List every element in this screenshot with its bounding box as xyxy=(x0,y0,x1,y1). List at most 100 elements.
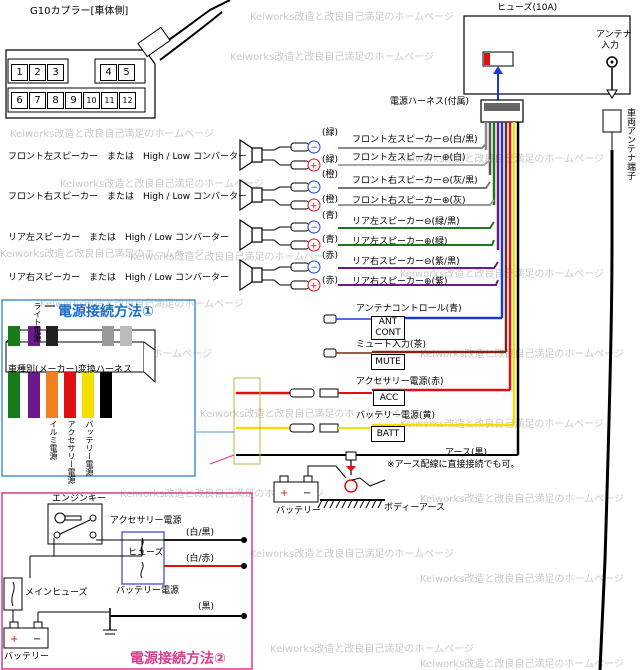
speaker-wire-name: リア右スピーカー⊕(紫) xyxy=(352,277,448,287)
speaker-wire-name: フロント右スピーカー⊖(灰/黒) xyxy=(352,176,478,186)
coupler-pin: 7 xyxy=(29,92,46,109)
speaker-wire-name: フロント右スピーカー⊕(灰) xyxy=(352,196,466,206)
svg-text:+: + xyxy=(310,242,318,252)
speaker-wire-color: (赤) xyxy=(322,276,339,286)
batt-power-label: バッテリー電源 xyxy=(116,586,180,596)
speaker-wire-color: (橙) xyxy=(322,170,339,180)
method2-title: 電源接続方法② xyxy=(130,651,226,667)
coupler-pin: 4 xyxy=(100,64,117,81)
svg-text:−: − xyxy=(311,143,319,153)
speaker-wire-name: リア左スピーカー⊕(緑) xyxy=(352,237,448,247)
acc-label: アクセサリー電源(赤) xyxy=(356,377,444,387)
speaker-wire-color: (橙) xyxy=(322,195,339,205)
coupler-boot xyxy=(137,26,171,58)
speaker-side-label: リア左スピーカー または High / Low コンバーター xyxy=(8,233,230,243)
svg-text:−: − xyxy=(311,183,319,193)
acc-power-label: アクセサリー電源 xyxy=(110,516,182,526)
coupler-pin: 8 xyxy=(47,92,64,109)
method2-frame xyxy=(1,492,253,670)
speaker-wire-color: (青) xyxy=(322,211,339,221)
method2-battery-label: バッテリー xyxy=(4,652,50,662)
ant-cont-box-line2: CONT xyxy=(375,328,401,338)
polarity-marks: − + − + − + − + xyxy=(307,140,321,292)
antenna-label-line2: 入力 xyxy=(601,41,620,51)
method1-connection-box xyxy=(233,377,261,465)
coupler-pin: 5 xyxy=(118,64,135,81)
speaker-icons xyxy=(239,138,263,292)
coupler-cable-2 xyxy=(159,11,223,61)
fuse-red xyxy=(484,53,490,65)
speaker-wire-name: フロント左スピーカー⊕(白) xyxy=(352,153,466,163)
coupler-top-right-group xyxy=(94,58,146,84)
method1-wire-label: イルミ電源 xyxy=(49,420,58,460)
batt-box: BATT xyxy=(371,426,405,442)
fuse-label: ヒューズ(10A) xyxy=(497,3,558,13)
svg-text:+: + xyxy=(310,162,318,172)
coupler-pin: 10 xyxy=(83,92,100,109)
method2-wire1: (白/黒) xyxy=(186,528,215,538)
method1-harness-label: 車種別(メーカー)変換ハーネス xyxy=(8,365,133,375)
earth-label: アース(黒) xyxy=(445,448,488,458)
harness-bundle xyxy=(484,122,520,455)
svg-text:−: − xyxy=(33,634,41,645)
speaker-wire-name: リア左スピーカー⊖(緑/黒) xyxy=(352,217,460,227)
coupler-pin: 6 xyxy=(11,92,28,109)
vehicle-antenna-label: 車両アンテナ端子 xyxy=(625,108,635,180)
speaker-wires xyxy=(338,143,499,286)
earth-battery-label: バッテリー xyxy=(276,506,322,516)
coupler-title: G10カプラー[車体側] xyxy=(30,6,129,17)
method2-wire3: (黒) xyxy=(198,602,215,612)
svg-text:+: + xyxy=(280,488,288,499)
svg-text:+: + xyxy=(310,282,318,292)
earth-bolt xyxy=(344,479,358,493)
harness-label: 電源ハーネス(付属) xyxy=(390,97,470,107)
speaker-side-label: リア右スピーカー または High / Low コンバーター xyxy=(8,273,230,283)
speaker-side-label: フロント右スピーカー または High / Low コンバーター xyxy=(8,192,248,202)
method1-wire-label: バッテリー電源 xyxy=(85,420,94,476)
earth-battery xyxy=(273,481,319,503)
method1-frame xyxy=(1,299,196,477)
method1-title: 電源接続方法① xyxy=(58,304,154,320)
speaker-wire-color: (緑) xyxy=(322,128,339,138)
engine-key-box xyxy=(47,503,103,545)
earth-note: ※アース配線に直接接続でも可。 xyxy=(387,460,520,470)
svg-text:−: − xyxy=(303,488,311,499)
ant-cont-label: アンテナコントロール(青) xyxy=(356,304,462,314)
body-earth-label: ボディーアース xyxy=(384,503,446,513)
svg-text:+: + xyxy=(10,634,18,645)
speaker-wire-color: (赤) xyxy=(322,251,339,261)
coupler-pin: 12 xyxy=(119,92,136,109)
coupler-top-left-group xyxy=(7,58,69,84)
method1-wire-label: アクセサリー電源 xyxy=(67,420,76,484)
speaker-wire-name: フロント左スピーカー⊖(白/黒) xyxy=(352,135,478,145)
method2-wire2: (白/赤) xyxy=(186,554,215,564)
coupler-pin: 3 xyxy=(47,64,64,81)
coupler-bottom-group xyxy=(7,87,146,113)
coupler-pin: 11 xyxy=(101,92,118,109)
speaker-wire-name: リア右スピーカー⊖(紫/黒) xyxy=(352,257,460,267)
antenna-label-line1: アンテナ xyxy=(596,30,632,40)
svg-text:+: + xyxy=(310,202,318,212)
earth-terminal xyxy=(345,451,357,461)
svg-text:−: − xyxy=(311,223,319,233)
main-fuse-label: メインヒューズ xyxy=(25,588,88,598)
ant-cont-box: ANT CONT xyxy=(371,316,405,340)
method2-fuse-box xyxy=(121,531,165,585)
method2-fuse-label: ヒューズ xyxy=(128,548,164,558)
mute-label: ミュート入力(茶) xyxy=(356,340,427,350)
method1-wire-label: ライト電源 xyxy=(33,302,42,342)
antenna-plug xyxy=(602,109,622,133)
speaker-side-label: フロント左スピーカー または High / Low コンバーター xyxy=(8,152,248,162)
speaker-wire-color: (青) xyxy=(322,235,339,245)
batt-label: バッテリー電源(黄) xyxy=(356,411,436,421)
coupler-pin: 9 xyxy=(65,92,82,109)
engine-key-label: エンジンキー xyxy=(52,494,107,504)
ant-cont-box-line1: ANT xyxy=(378,317,398,327)
method2-battery xyxy=(3,627,49,649)
mute-box: MUTE xyxy=(371,354,405,370)
coupler-pin: 1 xyxy=(11,64,28,81)
svg-text:−: − xyxy=(311,263,319,273)
key-icon xyxy=(54,512,66,524)
coupler-pin: 2 xyxy=(29,64,46,81)
